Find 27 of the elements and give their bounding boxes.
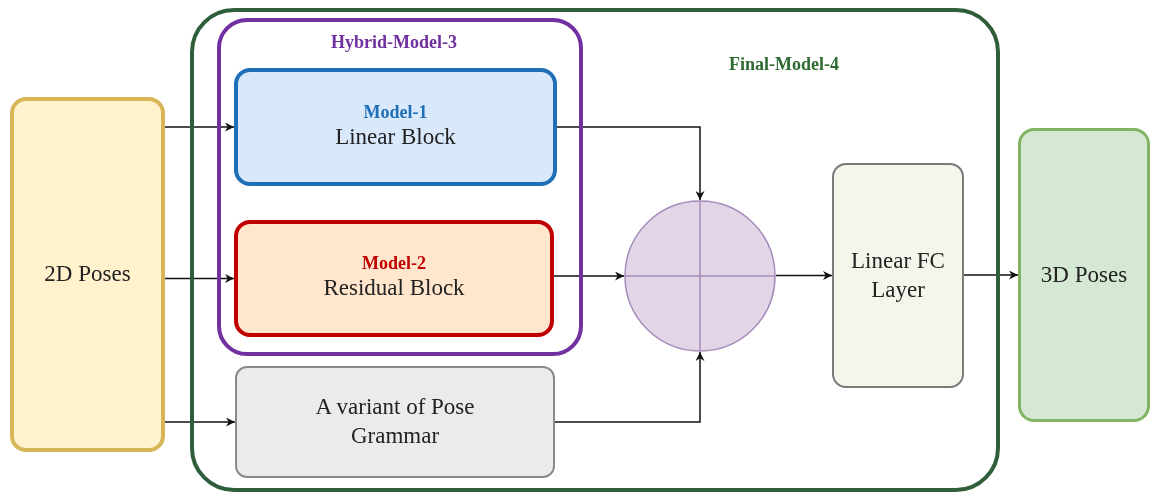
arrow (164, 274, 235, 283)
arrow (775, 271, 833, 280)
arrow (164, 417, 236, 427)
arrow (553, 271, 625, 281)
process-box (235, 366, 555, 478)
box-label: Linear FC Layer (850, 246, 946, 304)
group-frame (217, 18, 583, 356)
box-label: Linear Block (335, 122, 456, 151)
process-box (234, 220, 554, 337)
group-title: Final-Model-4 (729, 54, 839, 75)
process-box (1018, 128, 1150, 422)
box-label: Residual Block (323, 274, 465, 302)
model-title: Model-2 (362, 254, 426, 274)
arrow (554, 351, 705, 423)
group-frame (190, 8, 1000, 492)
box-label: 3D Poses (1040, 260, 1128, 289)
arrow (556, 126, 705, 201)
process-box (832, 163, 964, 388)
arrow (963, 270, 1019, 280)
box-label: 2D Poses (44, 260, 131, 289)
process-box (10, 97, 165, 452)
group-title: Hybrid-Model-3 (331, 32, 457, 53)
summation-circle (624, 200, 776, 352)
box-label: A variant of Pose Grammar (314, 393, 476, 450)
model-title: Model-1 (363, 102, 428, 123)
arrow (164, 122, 235, 132)
process-box (234, 68, 557, 186)
